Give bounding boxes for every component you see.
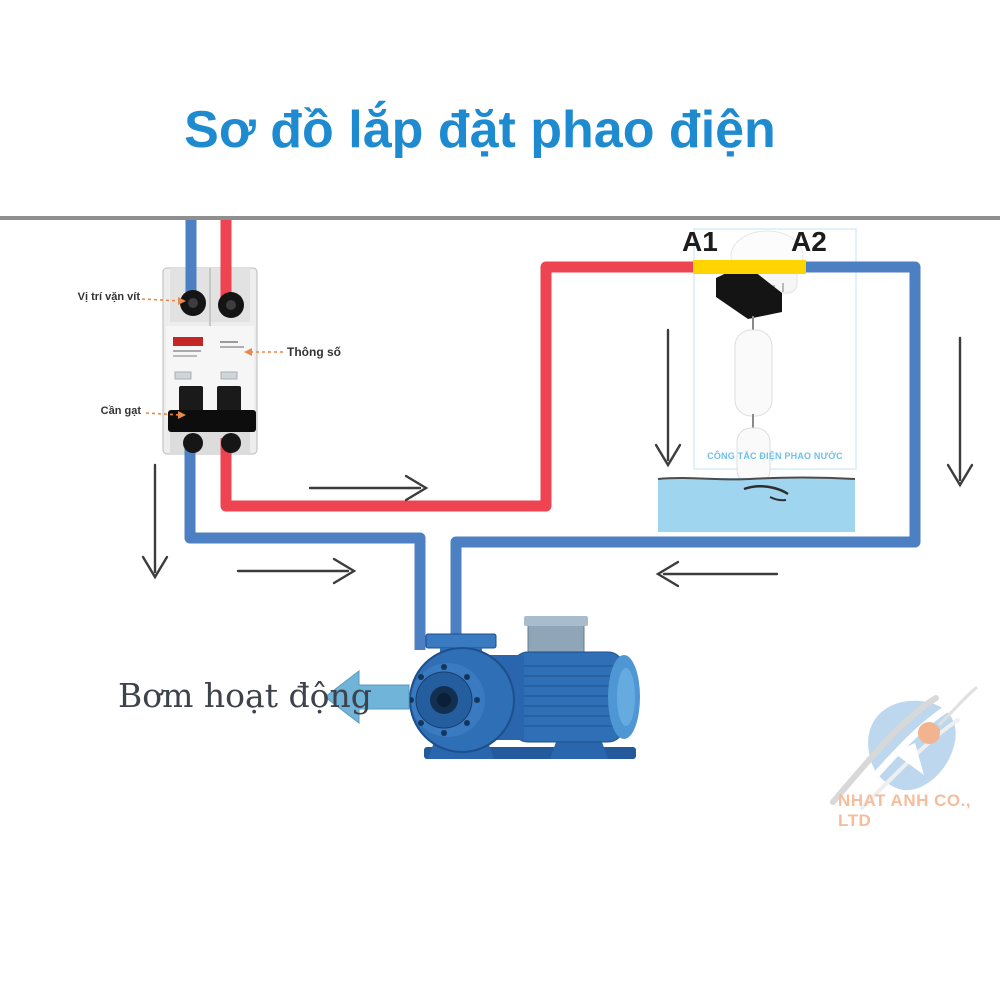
float-switch-image xyxy=(693,228,857,485)
breaker-window xyxy=(174,371,192,380)
float-switch-caption: CÔNG TẮC ĐIỆN PHAO NƯỚC xyxy=(707,451,843,461)
motor-fins xyxy=(516,665,620,727)
logo-swoosh xyxy=(844,704,952,810)
down-arrow-icon xyxy=(946,336,974,488)
label-leaders xyxy=(141,298,283,416)
logo-swoosh xyxy=(830,695,939,805)
pump-status-label: Bơm hoạt động xyxy=(118,676,372,715)
water-image xyxy=(657,476,856,532)
wire-red-to-float xyxy=(220,261,700,512)
water-line xyxy=(657,476,856,481)
wire-blue-return xyxy=(450,261,921,650)
breaker-screw-slot xyxy=(226,300,236,310)
pump-discharge-flange xyxy=(425,633,497,649)
float-upper xyxy=(734,329,773,417)
logo-dot xyxy=(918,722,940,744)
left-block-arrow-icon xyxy=(324,669,410,725)
logo-swoosh-tail xyxy=(938,686,978,726)
water-squiggle xyxy=(743,485,789,496)
breaker-label-specs: Thông số xyxy=(287,345,341,359)
watermark-company-text: NHAT ANH CO., LTD xyxy=(838,791,972,830)
watermark-logo-icon xyxy=(830,686,978,810)
pump-image xyxy=(408,616,640,759)
water-squiggle-2 xyxy=(769,496,787,502)
breaker-toggle-bar xyxy=(168,410,256,432)
leader-arrowhead xyxy=(178,297,186,305)
breaker-marking xyxy=(173,355,197,357)
breaker-label-lever: Cần gạt xyxy=(100,405,141,417)
pump-terminal-lid xyxy=(524,616,588,626)
breaker-screws xyxy=(180,290,244,453)
breaker-marking xyxy=(220,346,244,348)
circuit-breaker-image xyxy=(162,267,258,455)
breaker-screw-bottom xyxy=(183,433,203,453)
wires xyxy=(184,220,921,650)
leader-arrowhead xyxy=(244,348,252,356)
pump-inlet-center xyxy=(437,693,451,707)
leader-screw xyxy=(141,298,181,302)
breaker-marking xyxy=(173,350,201,352)
terminal-a1-label: A1 xyxy=(682,226,718,257)
flange-bolts xyxy=(408,664,480,736)
breaker-screw-slot xyxy=(188,298,198,308)
float-switch-box xyxy=(693,228,857,470)
left-arrow-icon xyxy=(655,560,779,588)
right-arrow-icon xyxy=(236,557,357,585)
pump-foot xyxy=(550,742,608,759)
page-title: Sơ đồ lắp đặt phao điện xyxy=(184,101,776,159)
right-arrow-icon xyxy=(308,474,429,502)
down-arrow-icon xyxy=(654,328,682,468)
flow-arrows xyxy=(141,328,974,588)
logo-notch xyxy=(894,743,924,775)
motor-end-cap-center xyxy=(617,668,635,726)
terminal-a2-label: A2 xyxy=(791,226,827,257)
breaker-window xyxy=(220,371,238,380)
breaker-brand-label xyxy=(173,337,203,346)
down-arrow-icon xyxy=(141,463,169,580)
leader-arrowhead xyxy=(178,411,186,419)
wire-blue-to-pump xyxy=(184,438,426,650)
breaker-label-screw-position: Vị trí vặn vít xyxy=(77,291,140,303)
breaker-screw-bottom xyxy=(221,433,241,453)
breaker-marking xyxy=(220,341,238,343)
mounting-bracket xyxy=(716,264,782,319)
